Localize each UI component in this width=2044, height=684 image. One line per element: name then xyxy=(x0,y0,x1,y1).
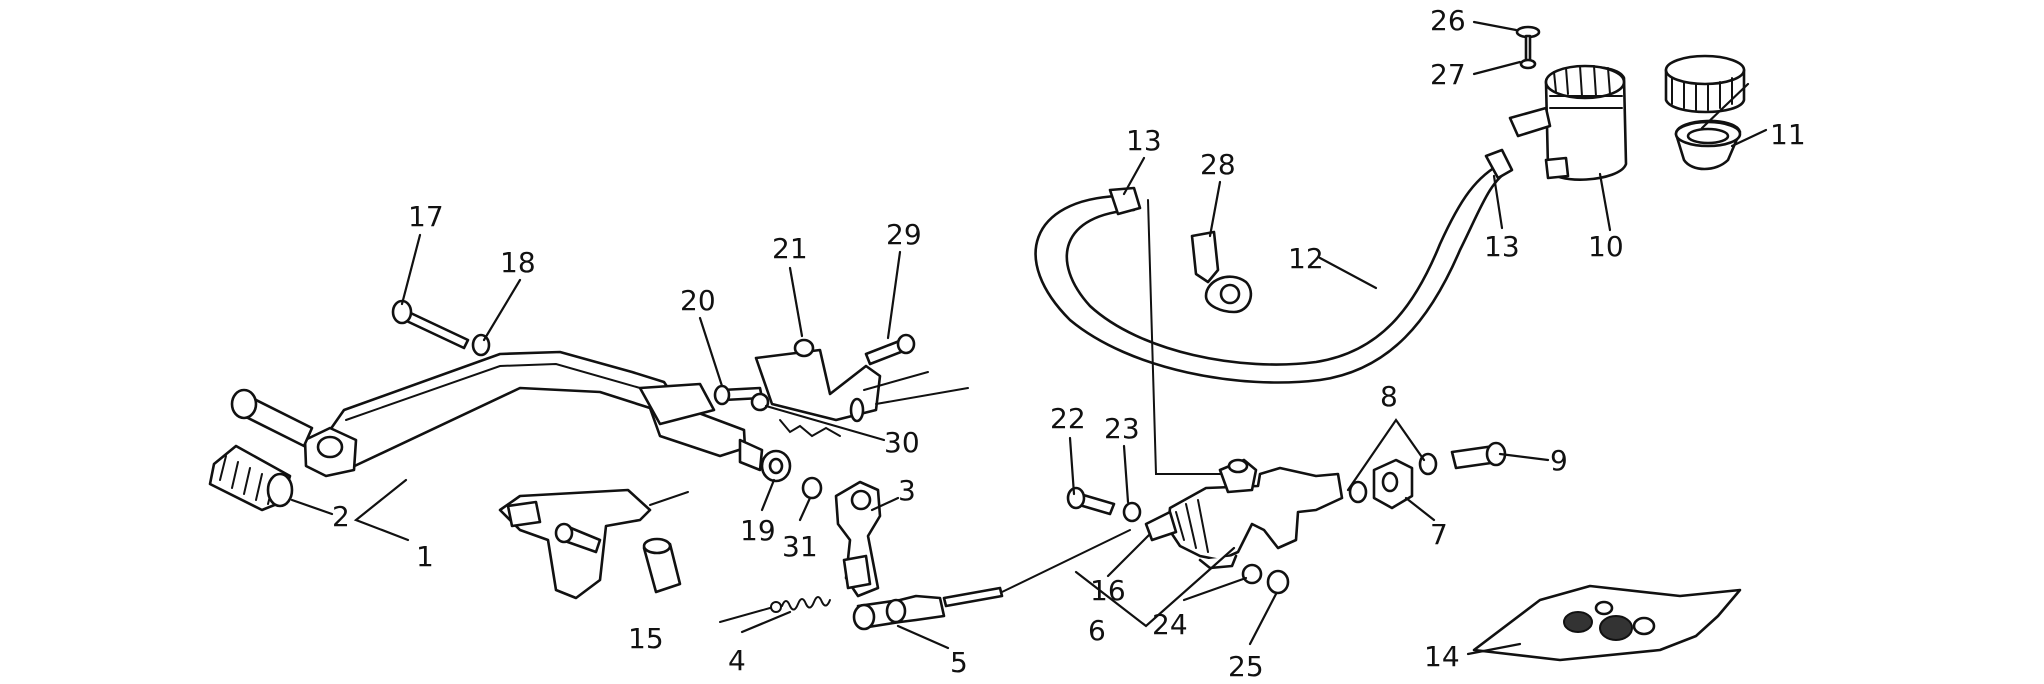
callout-4: 4 xyxy=(728,644,746,677)
part-9-banjo-bolt xyxy=(1450,441,1507,470)
callout-26: 26 xyxy=(1430,4,1466,37)
callout-7: 7 xyxy=(1430,518,1448,551)
callout-labels: 17 18 1 2 20 21 29 30 19 31 3 15 4 5 22 … xyxy=(332,4,1806,683)
callout-1: 1 xyxy=(416,540,434,573)
callout-18: 18 xyxy=(500,246,536,279)
callout-25: 25 xyxy=(1228,650,1264,683)
callout-29: 29 xyxy=(886,218,922,251)
part-21-nut xyxy=(793,338,815,358)
callout-22: 22 xyxy=(1050,402,1086,435)
callout-17: 17 xyxy=(408,200,444,233)
callout-6: 6 xyxy=(1088,614,1106,647)
callout-3: 3 xyxy=(898,474,916,507)
callout-14: 14 xyxy=(1424,640,1460,673)
callout-12: 12 xyxy=(1288,242,1324,275)
part-24-washer xyxy=(1241,563,1263,585)
part-26-screw xyxy=(1515,25,1541,64)
part-13-clamp-right xyxy=(1484,148,1514,180)
part-18-washer xyxy=(471,333,491,357)
callout-13-right: 13 xyxy=(1484,230,1520,263)
part-30-washer xyxy=(750,392,770,412)
part-10-reservoir xyxy=(1508,64,1628,181)
callout-19: 19 xyxy=(740,514,776,547)
part-11-diaphragm xyxy=(1674,119,1742,171)
callout-15: 15 xyxy=(628,622,664,655)
part-4-spring xyxy=(719,596,831,623)
part-11-cap xyxy=(1664,54,1746,114)
callout-30: 30 xyxy=(884,426,920,459)
part-31-washer xyxy=(801,476,823,500)
callout-20: 20 xyxy=(680,284,716,317)
part-29-bolt xyxy=(864,333,916,366)
callout-9: 9 xyxy=(1550,444,1568,477)
part-27-washer xyxy=(1519,58,1537,70)
part-15-bushing xyxy=(642,537,682,594)
part-7-banjo-fitting xyxy=(1372,458,1414,510)
part-8-washer-left xyxy=(1348,480,1368,504)
part-23-washer xyxy=(1122,501,1142,523)
part-5-clevis xyxy=(852,594,946,631)
part-25-nut xyxy=(1266,569,1290,595)
callout-23: 23 xyxy=(1104,412,1140,445)
part-2-pedal-rubber xyxy=(208,444,294,512)
part-master-cylinder xyxy=(1166,458,1344,570)
callout-11: 11 xyxy=(1770,118,1806,151)
part-feed-line xyxy=(1147,199,1221,475)
callout-5: 5 xyxy=(950,646,968,679)
callout-8: 8 xyxy=(1380,380,1398,413)
callout-2: 2 xyxy=(332,500,350,533)
part-16-boot xyxy=(1144,510,1178,542)
callout-31: 31 xyxy=(782,530,818,563)
part-17-bolt xyxy=(391,299,470,350)
leader-lines xyxy=(290,20,1768,656)
callout-28: 28 xyxy=(1200,148,1236,181)
part-12-hose xyxy=(1034,160,1512,384)
part-14-repair-kit xyxy=(1472,584,1742,662)
callout-21: 21 xyxy=(772,232,808,265)
callout-13-left: 13 xyxy=(1126,124,1162,157)
callout-16: 16 xyxy=(1090,574,1126,607)
part-support-bracket xyxy=(754,348,969,438)
part-pushrod xyxy=(942,586,1004,608)
callout-24: 24 xyxy=(1152,608,1188,641)
part-pivot-bracket xyxy=(498,488,689,600)
callout-27: 27 xyxy=(1430,58,1466,91)
part-22-bolt xyxy=(1066,486,1116,516)
part-1-pedal-lever xyxy=(230,350,764,478)
part-19-washer-hole xyxy=(768,457,784,475)
part-3-linkage xyxy=(834,480,882,598)
callout-10: 10 xyxy=(1588,230,1624,263)
part-pushrod-line xyxy=(1001,529,1131,593)
part-28-hose-clip xyxy=(1190,230,1253,314)
